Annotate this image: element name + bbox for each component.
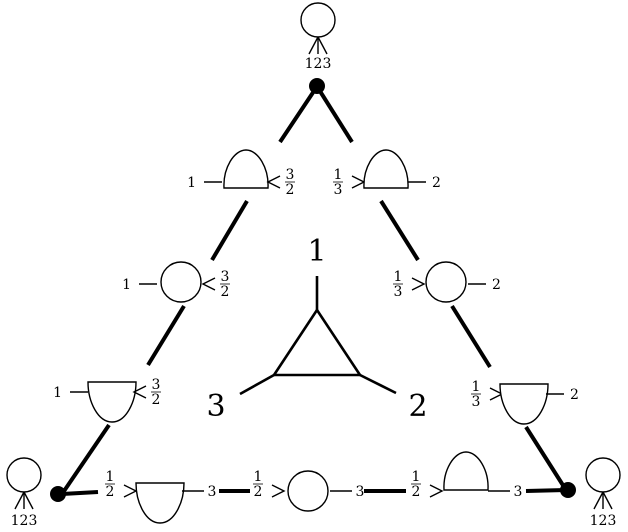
bottom-edge-node: 12 3	[253, 469, 365, 512]
triangle-edges	[60, 86, 568, 496]
node-label: 3	[152, 377, 161, 393]
node-label: 2	[152, 392, 161, 408]
node-dome	[223, 149, 269, 189]
corner-loop-label: 123	[590, 513, 617, 529]
node-left-label: 1	[187, 175, 196, 191]
node-right-label: 3	[208, 484, 217, 500]
node-label: 2	[286, 182, 295, 198]
central-triangle	[239, 276, 397, 396]
edge-segment	[146, 304, 186, 367]
vertex-bottom-right	[560, 482, 576, 498]
node-label: 2	[221, 284, 230, 300]
edge-segment	[316, 86, 354, 144]
edge-segment	[379, 199, 420, 262]
corner-loop-top: 123	[300, 2, 336, 72]
node-dome	[443, 451, 489, 491]
node-circle	[287, 470, 329, 512]
node-label: 1	[394, 269, 403, 285]
left-edge-node: 1 32	[122, 261, 230, 303]
node-leg	[271, 484, 286, 498]
node-leg	[429, 484, 444, 498]
node-cup	[135, 482, 185, 524]
node-circle	[425, 261, 467, 303]
node-right-label: 2	[570, 387, 579, 403]
node-leg	[411, 277, 426, 291]
node-right-label: 2	[432, 175, 441, 191]
node-leg	[266, 175, 281, 189]
vertex-bottom-left	[50, 486, 66, 502]
node-label: 1	[106, 469, 115, 485]
edge-segment	[278, 86, 318, 144]
edge-segment	[450, 304, 492, 369]
node-label: 3	[334, 182, 343, 198]
center-label-right: 2	[408, 389, 427, 424]
right-edge-node: 13 2	[471, 379, 579, 425]
edge-segment	[525, 488, 567, 493]
node-circle	[160, 261, 202, 303]
corner-loop-label: 123	[305, 56, 332, 72]
node-label: 3	[394, 284, 403, 300]
node-label: 2	[412, 484, 421, 500]
edge-segment	[61, 490, 99, 496]
node-label: 1	[412, 469, 421, 485]
node-label: 3	[286, 167, 295, 183]
node-label: 2	[106, 484, 115, 500]
node-cup	[499, 383, 549, 425]
node-right-label: 3	[356, 484, 365, 500]
edge-segment	[60, 423, 111, 496]
node-dome	[363, 149, 409, 189]
node-leg	[123, 484, 138, 498]
corner-loop-bottom-left: 123	[6, 457, 42, 529]
center-label-left: 3	[206, 389, 225, 424]
right-edge-node: 13 2	[333, 149, 441, 198]
bottom-edge-node: 12 3	[411, 451, 523, 500]
center-label-top: 1	[307, 234, 326, 269]
left-edge-node: 1 32	[53, 377, 161, 423]
vertex-top	[309, 78, 325, 94]
node-right-label: 2	[492, 277, 501, 293]
node-label: 1	[254, 469, 263, 485]
node-leg	[132, 385, 147, 399]
edge-segment	[210, 199, 249, 262]
node-left-label: 1	[53, 385, 62, 401]
node-label: 3	[472, 394, 481, 410]
node-label: 1	[472, 379, 481, 395]
node-leg	[201, 277, 216, 291]
bottom-edge-node: 12 3	[105, 469, 217, 524]
corner-loops: 123 123 123	[6, 2, 621, 529]
node-label: 2	[254, 484, 263, 500]
corner-loop-bottom-right: 123	[585, 457, 621, 529]
right-edge-node: 13 2	[393, 261, 501, 303]
left-edge-node: 1 32	[187, 149, 295, 198]
node-right-label: 3	[514, 484, 523, 500]
node-cup	[87, 381, 137, 423]
node-label: 1	[334, 167, 343, 183]
node-label: 3	[221, 269, 230, 285]
corner-loop-label: 123	[11, 513, 38, 529]
node-leg	[351, 175, 366, 189]
edge-segment	[524, 425, 568, 492]
node-left-label: 1	[122, 277, 131, 293]
